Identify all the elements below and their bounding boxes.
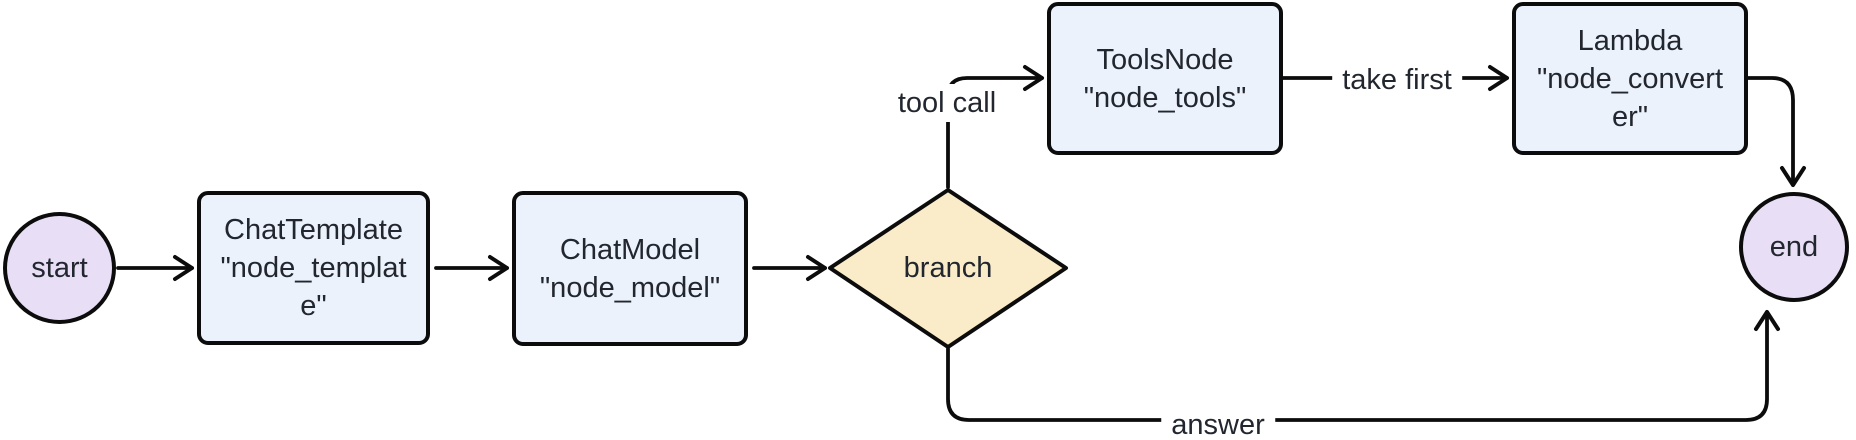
edge-label-answer: answer xyxy=(1161,406,1275,440)
node-end-label: end xyxy=(1769,231,1819,263)
node-chat-model: ChatModel "node_model" xyxy=(512,191,748,346)
node-end: end xyxy=(1739,192,1849,302)
branch-decision-diamond xyxy=(828,188,1068,349)
edge-branch-to-end xyxy=(946,310,1780,422)
node-tools: ToolsNode "node_tools" xyxy=(1047,2,1283,155)
node-chat-model-label: ChatModel "node_model" xyxy=(539,233,721,304)
node-chat-template-label: ChatTemplate "node_templat e" xyxy=(220,214,407,322)
node-branch-label: branch xyxy=(903,252,993,284)
edge-label-take-first: take first xyxy=(1332,61,1462,99)
node-converter-label: Lambda "node_convert er" xyxy=(1536,24,1724,133)
node-tools-label: ToolsNode "node_tools" xyxy=(1083,43,1247,114)
node-start-label: start xyxy=(31,252,88,284)
node-converter: Lambda "node_convert er" xyxy=(1512,2,1748,155)
edge-label-tool-call: tool call xyxy=(887,84,1007,122)
edge-lambda-to-end xyxy=(1746,76,1806,187)
node-chat-template: ChatTemplate "node_templat e" xyxy=(197,191,430,345)
node-start: start xyxy=(3,212,116,324)
